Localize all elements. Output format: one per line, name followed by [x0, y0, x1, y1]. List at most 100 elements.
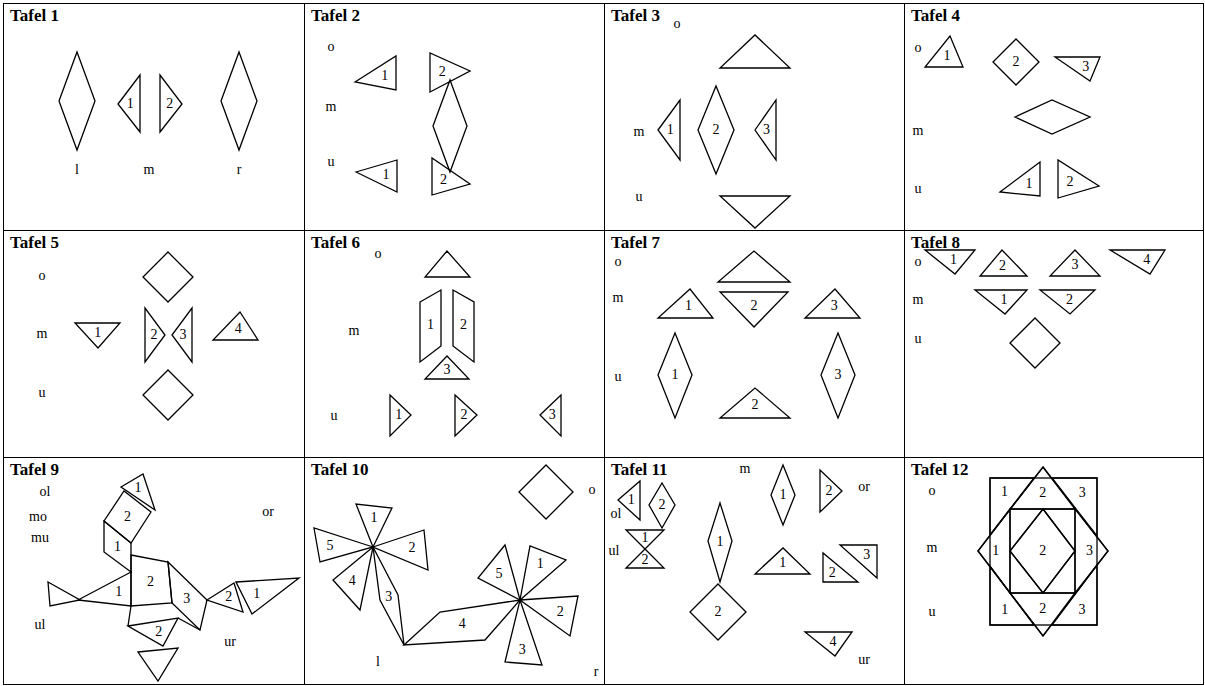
piece-outline — [104, 521, 131, 572]
piece-number: 3 — [549, 408, 556, 422]
piece-outline — [978, 509, 1010, 593]
piece-number: 2 — [751, 299, 758, 313]
piece-outline — [390, 395, 411, 436]
panel-box: Tafel 101525143243 — [304, 457, 605, 685]
position-label: o — [589, 483, 596, 497]
position-label: u — [331, 409, 338, 423]
tangram-piece: 2 — [204, 580, 246, 615]
panel-box: Tafel 11121211321224 — [604, 457, 905, 685]
piece-outline — [837, 542, 880, 581]
position-label: ol — [611, 507, 622, 521]
tangram-piece: 3 — [818, 330, 858, 421]
piece-number: 2 — [999, 259, 1006, 273]
piece-outline — [520, 596, 578, 636]
tangram-piece: 2 — [1037, 287, 1098, 317]
piece-outline — [505, 600, 542, 665]
panel-box: Tafel 51234 — [3, 230, 305, 458]
tangram-piece: 1 — [101, 518, 134, 575]
position-label: l — [376, 655, 380, 669]
position-label: m — [740, 462, 751, 476]
position-label: u — [615, 370, 622, 384]
piece-outline — [1052, 565, 1097, 625]
tangram-piece: 2 — [101, 488, 154, 546]
rhombus-piece — [221, 52, 257, 150]
position-label: o — [328, 40, 335, 54]
piece-number: 4 — [235, 322, 242, 336]
piece-number: 1 — [371, 511, 378, 525]
piece-number: 1 — [114, 540, 121, 554]
tangram-piece: 2 — [125, 615, 181, 649]
tangram-piece: 1 — [353, 157, 400, 195]
tangram-piece: 2 — [646, 480, 678, 531]
piece-number: 2 — [439, 65, 446, 79]
piece-outline — [160, 75, 182, 132]
position-label: o — [929, 484, 936, 498]
piece-number: 1 — [717, 535, 724, 549]
piece-number: 2 — [642, 553, 649, 567]
piece-outline — [333, 547, 373, 610]
piece-outline — [805, 289, 860, 318]
tangram-piece: 2 — [623, 546, 667, 571]
piece-outline — [520, 546, 566, 600]
square-piece — [143, 252, 193, 302]
panel-title: Tafel 10 — [311, 461, 368, 480]
panel-title: Tafel 3 — [611, 7, 660, 26]
tangram-piece: 2 — [157, 72, 185, 135]
position-label: l — [75, 163, 79, 177]
piece-outline — [356, 504, 392, 547]
piece-outline — [78, 572, 131, 606]
position-label: ul — [35, 618, 46, 632]
piece-number: 2 — [150, 328, 157, 342]
piece-outline — [922, 247, 978, 277]
panel-box: Tafel 3123 — [604, 3, 905, 231]
piece-number: 1 — [944, 49, 951, 63]
piece-number: 2 — [155, 625, 162, 639]
piece-number: 1 — [383, 168, 390, 182]
piece-number: 1 — [1026, 177, 1033, 191]
piece-number: 1 — [628, 493, 635, 507]
piece-outline — [1010, 593, 1075, 636]
piece-outline — [1055, 57, 1100, 81]
tangram-piece: 3 — [165, 559, 210, 633]
piece-outline — [1052, 54, 1103, 84]
panel-title: Tafel 12 — [911, 461, 968, 480]
piece-number: 4 — [349, 574, 356, 588]
tangram-piece: 2 — [990, 36, 1042, 88]
piece-outline — [430, 53, 470, 92]
piece-outline — [233, 575, 302, 617]
piece-outline — [75, 323, 120, 348]
piece-outline — [355, 56, 396, 90]
piece-number: 1 — [992, 544, 999, 558]
tangram-piece: 1 — [975, 506, 1013, 596]
piece-outline — [1055, 157, 1102, 201]
tangram-piece: 1 — [115, 72, 143, 135]
tangram-piece: 3 — [502, 597, 545, 668]
piece-outline — [821, 333, 855, 418]
piece-outline — [1107, 247, 1168, 277]
piece-outline — [658, 289, 713, 318]
piece-outline — [118, 75, 140, 132]
piece-outline — [618, 481, 640, 520]
piece-number: 1 — [395, 408, 402, 422]
panel-title: Tafel 2 — [311, 7, 360, 26]
tangram-piece: 1 — [922, 247, 978, 277]
piece-outline — [658, 100, 680, 160]
tangram-piece: 3 — [802, 286, 863, 321]
piece-outline — [370, 527, 431, 573]
tangram-piece: 2 — [128, 552, 175, 609]
piece-outline — [207, 583, 243, 612]
piece-number: 2 — [124, 510, 131, 524]
tangram-piece: 3 — [537, 392, 564, 439]
piece-number: 1 — [780, 488, 787, 502]
tangram-piece: 2 — [717, 289, 791, 330]
piece-outline — [75, 569, 134, 609]
tangram-piece: 2 — [817, 467, 845, 515]
position-label: mo — [29, 510, 47, 524]
tangram-piece: 3 — [422, 353, 472, 382]
piece-outline — [168, 562, 207, 630]
rhombus-piece — [59, 52, 95, 150]
tangram-piece: 1 — [517, 543, 569, 603]
piece-number: 1 — [672, 368, 679, 382]
tangram-piece: 3 — [1052, 54, 1103, 84]
